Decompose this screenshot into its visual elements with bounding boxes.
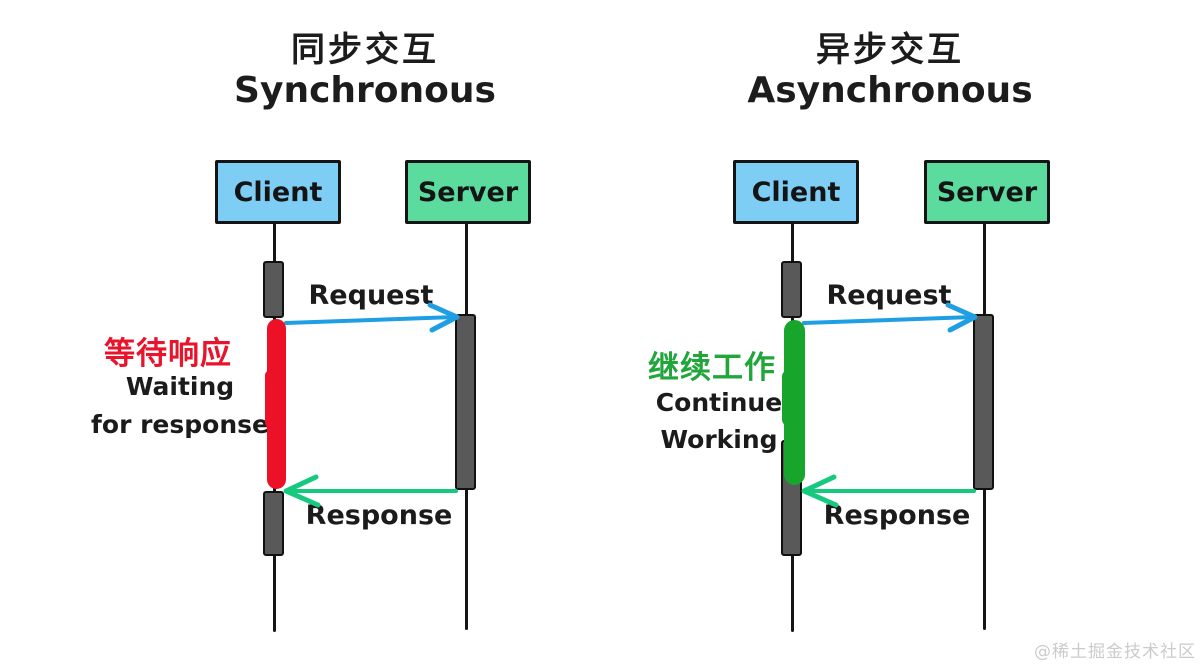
sync-request-arrow	[284, 302, 460, 333]
async-annotation-en-line2: Working	[660, 425, 778, 454]
sync-title-en: Synchronous	[234, 70, 496, 111]
async-client-label: Client	[751, 176, 841, 208]
sync-server-label: Server	[417, 176, 519, 208]
async-client-activation-top	[781, 261, 802, 318]
async-request-label: Request	[826, 280, 952, 311]
async-response-arrow	[801, 474, 976, 508]
async-server-activation	[973, 314, 994, 490]
sync-request-label: Request	[308, 280, 434, 311]
sync-annotation-en-line1: Waiting	[125, 372, 235, 401]
async-response-label: Response	[823, 500, 971, 531]
sync-title-zh: 同步交互	[291, 30, 439, 70]
sync-annotation-en-line2: for response	[91, 410, 269, 439]
async-annotation-zh: 继续工作	[648, 350, 776, 386]
async-server-label: Server	[936, 176, 1038, 208]
async-client-box: Client	[733, 160, 859, 224]
sync-client-activation-bottom	[263, 491, 284, 556]
sync-annotation-zh: 等待响应	[104, 336, 232, 372]
async-title-en: Asynchronous	[747, 70, 1033, 111]
sync-response-arrow	[283, 474, 458, 508]
async-request-arrow	[802, 302, 978, 333]
sync-client-label: Client	[233, 176, 323, 208]
async-working-marker	[782, 320, 805, 485]
sync-client-activation-top	[263, 261, 284, 318]
sync-response-label: Response	[305, 500, 453, 531]
async-annotation-en-line1: Continue	[655, 388, 783, 417]
async-title-zh: 异步交互	[816, 30, 964, 70]
async-server-box: Server	[924, 160, 1050, 224]
sync-client-box: Client	[215, 160, 341, 224]
sync-server-box: Server	[405, 160, 531, 224]
sync-waiting-marker	[265, 319, 286, 489]
sync-server-activation	[455, 314, 476, 490]
watermark: @稀土掘金技术社区	[1034, 642, 1196, 662]
